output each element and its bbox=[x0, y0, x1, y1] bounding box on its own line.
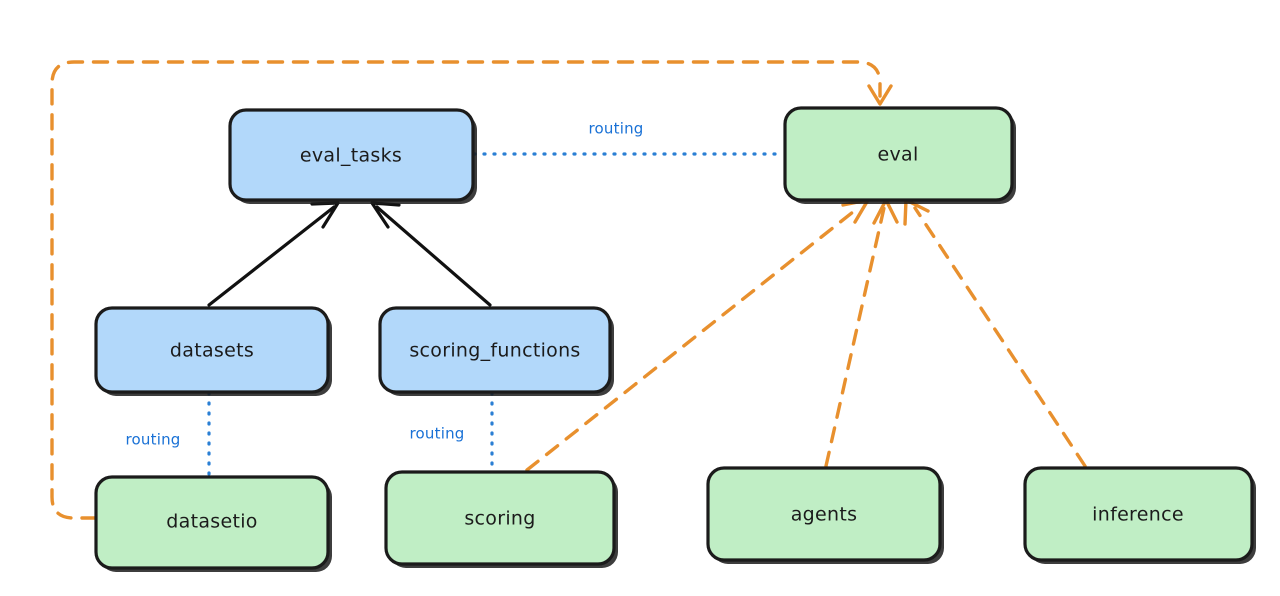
node-scoring-functions-label: scoring_functions bbox=[409, 340, 580, 362]
node-scoring-functions-body bbox=[378, 306, 612, 394]
node-datasets[interactable]: datasets bbox=[94, 306, 332, 396]
edge-datasetio-to-eval bbox=[50, 60, 893, 520]
node-datasetio-label: datasetio bbox=[166, 511, 257, 533]
node-scoring[interactable]: scoring bbox=[384, 470, 618, 568]
node-inference[interactable]: inference bbox=[1023, 466, 1256, 564]
node-datasetio[interactable]: datasetio bbox=[94, 475, 332, 572]
node-agents-label: agents bbox=[791, 504, 858, 526]
node-scoring-body bbox=[384, 470, 616, 566]
edge-label-routing-datasetio: routing bbox=[126, 431, 181, 449]
node-eval[interactable]: eval bbox=[783, 106, 1016, 204]
edge-label-routing-eval: routing bbox=[589, 120, 644, 138]
node-eval-body bbox=[783, 106, 1014, 202]
edge-agents-to-eval bbox=[824, 198, 899, 468]
node-datasets-body bbox=[94, 306, 330, 394]
edge-datasets-to-eval-tasks bbox=[207, 201, 340, 307]
edge-eval-tasks-to-eval: routing bbox=[472, 120, 786, 156]
node-agents-body bbox=[706, 466, 942, 562]
node-eval-label: eval bbox=[877, 144, 918, 166]
node-datasetio-body bbox=[94, 475, 330, 570]
edge-datasets-to-datasetio: routing bbox=[126, 391, 211, 478]
edge-label-routing-scoring: routing bbox=[410, 425, 465, 443]
node-eval-tasks-body bbox=[228, 108, 475, 202]
node-inference-label: inference bbox=[1092, 504, 1184, 526]
edge-inference-to-eval bbox=[903, 198, 1087, 468]
node-inference-body bbox=[1023, 466, 1254, 562]
node-agents[interactable]: agents bbox=[706, 466, 944, 564]
edge-scoring-functions-to-scoring: routing bbox=[410, 391, 494, 473]
node-scoring-label: scoring bbox=[464, 508, 535, 530]
node-datasets-label: datasets bbox=[170, 340, 254, 362]
edge-scoring-functions-to-eval-tasks bbox=[370, 201, 492, 307]
node-scoring-functions[interactable]: scoring_functions bbox=[378, 306, 614, 396]
node-eval-tasks-label: eval_tasks bbox=[300, 145, 402, 167]
node-eval-tasks[interactable]: eval_tasks bbox=[228, 108, 477, 204]
